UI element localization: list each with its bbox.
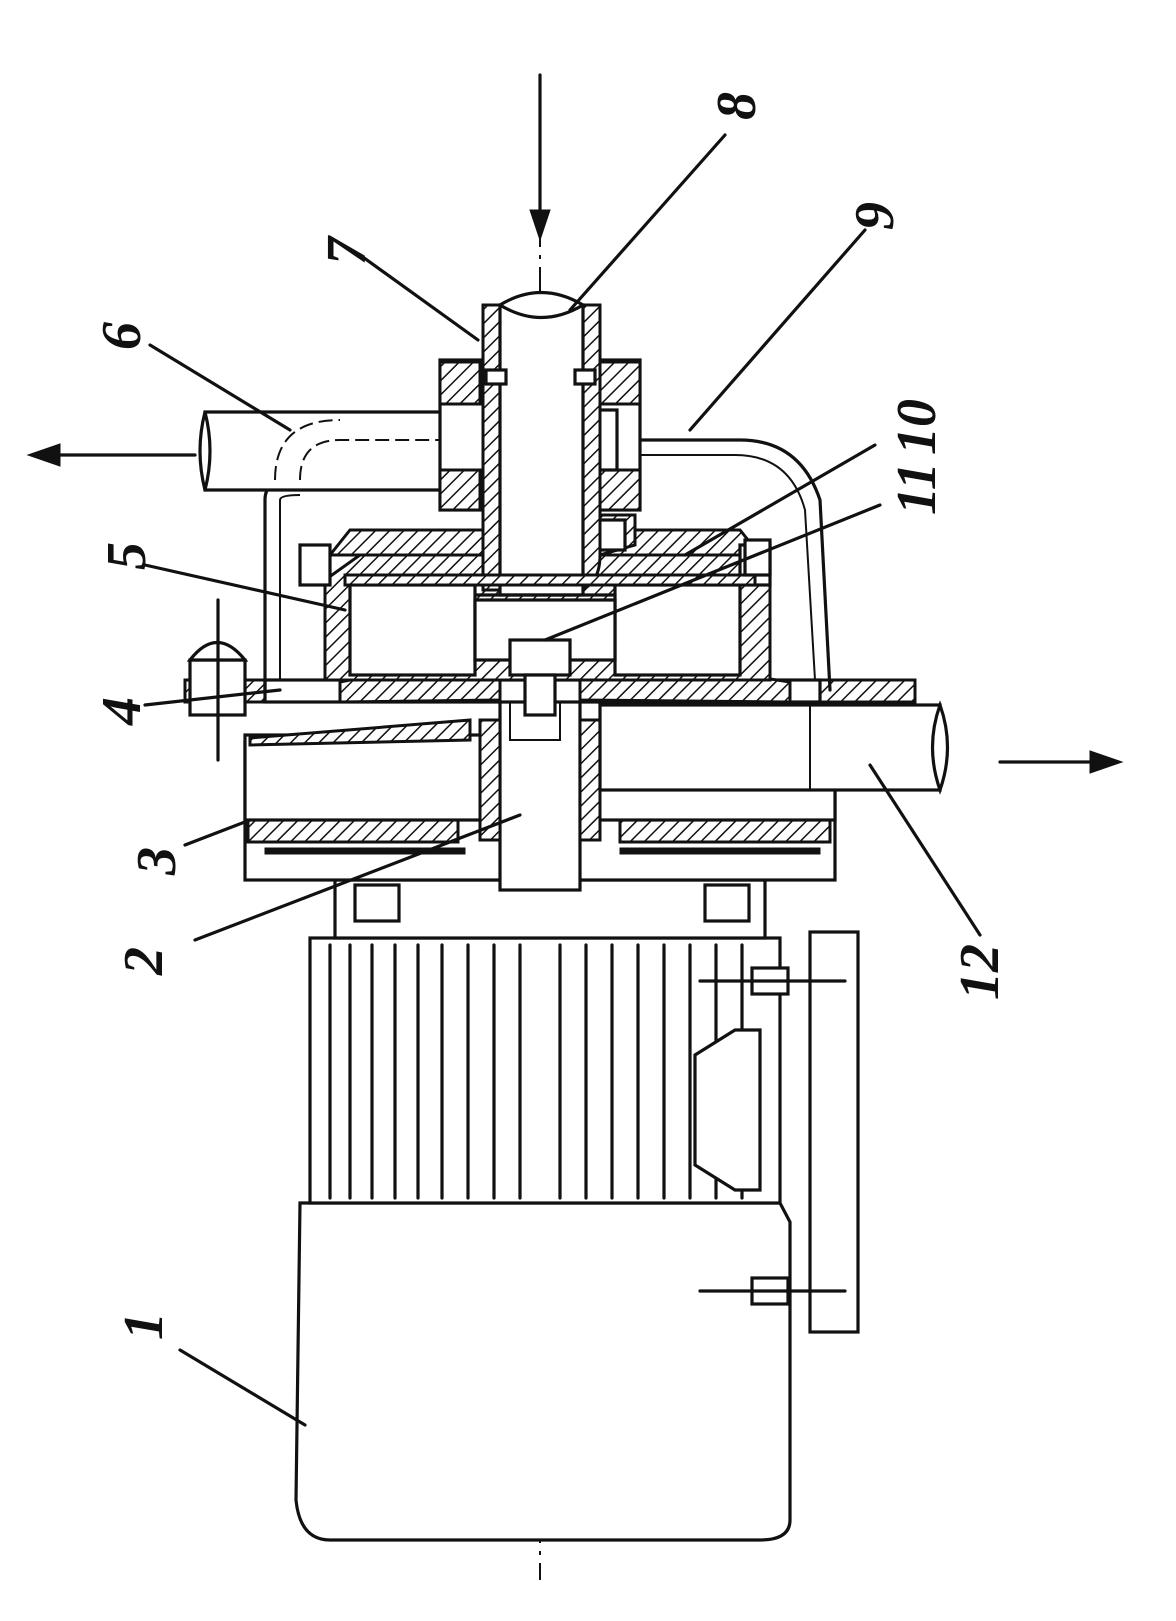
- foot-bolts: [698, 966, 847, 1306]
- callout-7: 7: [316, 235, 378, 265]
- leader-1: [178, 1348, 307, 1427]
- leader-9: [688, 228, 867, 432]
- leader-3: [183, 818, 252, 847]
- callout-11: 11: [886, 462, 948, 515]
- callout-6: 6: [91, 322, 153, 350]
- leader-11: [543, 503, 882, 642]
- inlet-arrow: [529, 73, 551, 242]
- flange-bolt-left: [186, 598, 249, 762]
- callout-3: 3: [126, 847, 188, 876]
- callout-2: 2: [113, 947, 175, 976]
- callout-10: 10: [886, 399, 948, 455]
- leader-5: [143, 563, 347, 612]
- leader-4: [143, 688, 282, 707]
- left-outlet-arrow: [26, 443, 197, 467]
- leader-6: [148, 343, 292, 432]
- leader-2: [193, 813, 522, 942]
- leader-lines: [143, 133, 982, 1427]
- callout-12: 12: [949, 944, 1011, 1000]
- callout-4: 4: [91, 697, 153, 726]
- leader-10: [683, 443, 877, 557]
- right-outlet-pipe: [598, 700, 950, 795]
- left-outlet-pipe: [198, 410, 452, 492]
- callout-1: 1: [113, 1312, 175, 1340]
- motor-body: [308, 936, 782, 1205]
- callout-labels: 1 2 3 4 5 6 7 8 9 10 11 12: [91, 92, 1011, 1340]
- flange-nuts: [353, 883, 751, 923]
- callout-5: 5: [96, 542, 158, 570]
- leader-7: [358, 253, 480, 342]
- motor-end-cover: [294, 1201, 792, 1542]
- right-outlet-arrow: [998, 750, 1124, 774]
- impeller-top-rim: [343, 573, 757, 597]
- leader-12: [868, 763, 982, 937]
- leader-8: [568, 133, 727, 312]
- callout-9: 9: [844, 202, 906, 230]
- motor-foot: [808, 930, 860, 1334]
- callout-8: 8: [706, 92, 768, 120]
- inlet-pipe: [481, 290, 602, 597]
- shaft-pins: [484, 368, 597, 386]
